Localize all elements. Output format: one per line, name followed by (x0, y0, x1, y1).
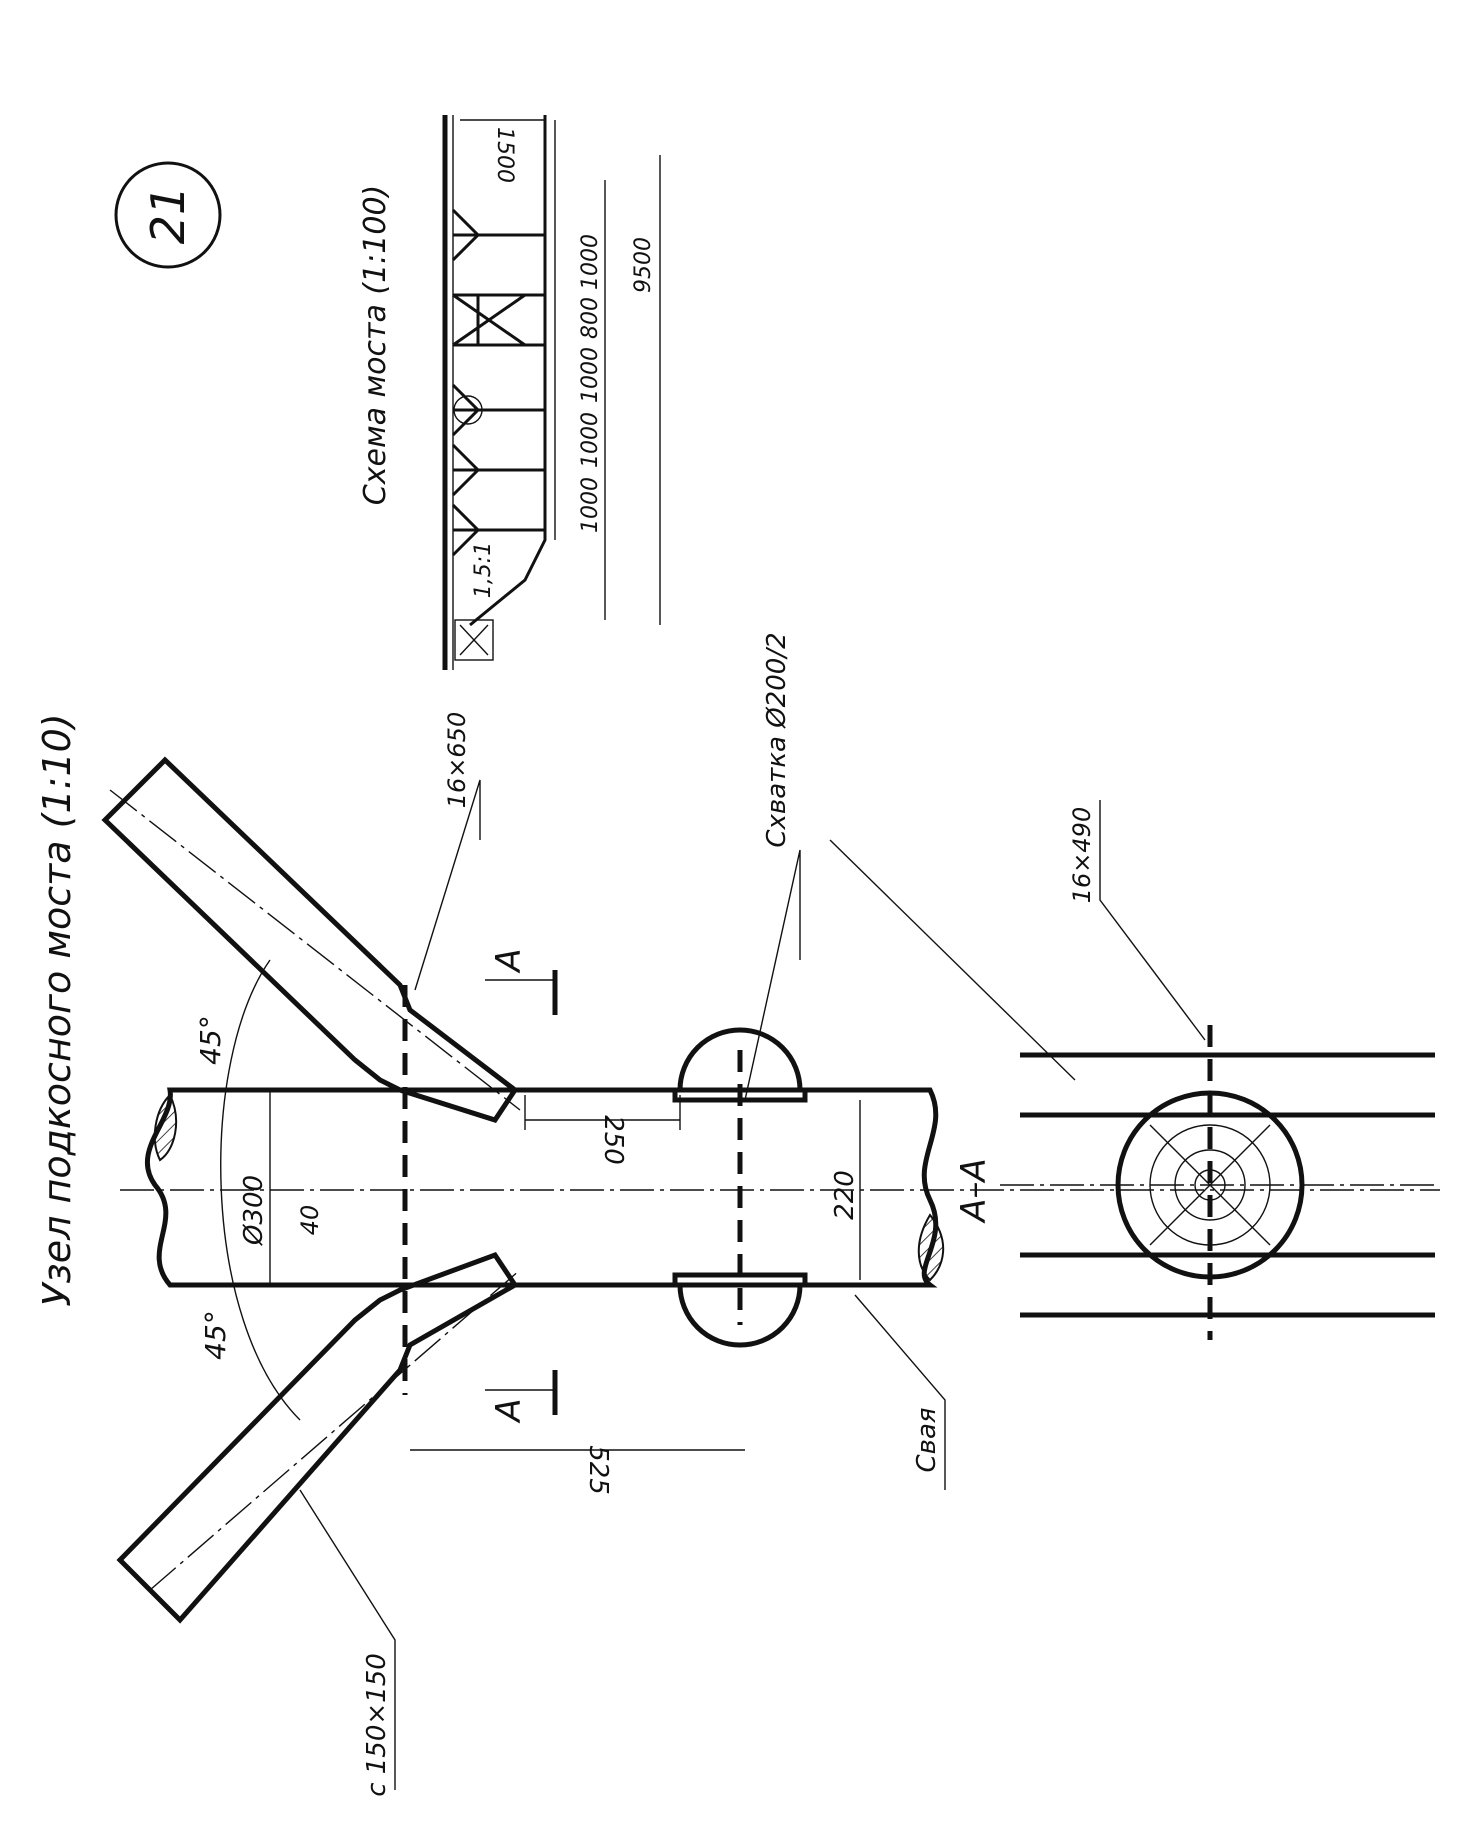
pile-label: Свая (912, 1407, 942, 1472)
cut-letter-lower: А (489, 1398, 529, 1423)
clamp-label: Схватка Ø200/2 (762, 632, 792, 847)
scheme-dim-total: 9500 (631, 237, 656, 293)
scheme-dim-1: 1000 (578, 477, 603, 533)
angle-lower: 45° (199, 1310, 232, 1360)
bridge-scheme: Схема моста (1:100) 1,5:1 1500 (358, 115, 661, 670)
scheme-dim-5: 1000 (578, 234, 603, 290)
strut-upper (101, 756, 521, 1123)
dim-40: 40 (296, 1205, 324, 1236)
dim-diameter: Ø300 (239, 1175, 269, 1246)
cut-letter-upper: А (489, 948, 529, 973)
sheet-number: 21 (141, 186, 195, 245)
dim-250: 250 (598, 1115, 628, 1165)
bolt-upper-label: 16×650 (443, 712, 471, 808)
strut-label: с 150×150 (362, 1653, 392, 1797)
slope-label: 1,5:1 (471, 542, 496, 598)
node-detail: 45° 45° Ø300 40 250 220 525 А А 16×650 С… (101, 632, 1440, 1797)
strut-lower (116, 1251, 521, 1624)
bolt-section-label: 16×490 (1068, 807, 1096, 903)
scheme-dim-2: 1000 (578, 412, 603, 468)
main-title: Узел подкосного моста (1:10) (35, 713, 79, 1306)
scheme-dim-1500: 1500 (492, 127, 517, 183)
scheme-dim-4: 800 (578, 297, 603, 339)
angle-upper: 45° (194, 1015, 227, 1065)
scheme-title: Схема моста (1:100) (358, 185, 393, 505)
dim-220: 220 (830, 1170, 860, 1220)
pile (120, 1087, 1440, 1288)
scheme-dim-3: 1000 (578, 347, 603, 403)
sheet-number-badge: 21 (114, 161, 222, 269)
dim-525: 525 (583, 1445, 613, 1495)
section-title: А–А (954, 1158, 994, 1224)
section-a-a: А–А 16×490 (829, 800, 1440, 1340)
